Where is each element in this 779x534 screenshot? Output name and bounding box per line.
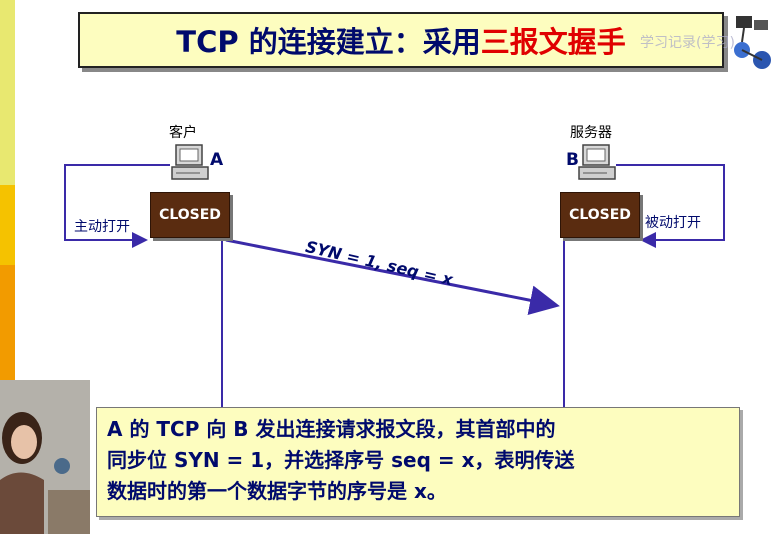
explanation-line: 同步位 SYN = 1，并选择序号 seq = x，表明传送 — [107, 445, 729, 476]
server-letter: B — [566, 150, 579, 170]
server-action-label: 被动打开 — [645, 212, 701, 232]
computer-icon — [170, 143, 210, 183]
presenter-image — [0, 380, 90, 534]
client-letter: A — [210, 150, 223, 170]
explanation-line: A 的 TCP 向 B 发出连接请求报文段，其首部中的 — [107, 414, 729, 445]
client-label: 客户 — [169, 122, 197, 142]
computer-icon — [577, 143, 617, 183]
server-label: 服务器 — [570, 122, 612, 142]
server-state-box: CLOSED — [560, 192, 640, 238]
client-action-label: 主动打开 — [74, 216, 130, 236]
presenter-webcam — [0, 380, 90, 534]
explanation-box: A 的 TCP 向 B 发出连接请求报文段，其首部中的 同步位 SYN = 1，… — [96, 407, 740, 517]
client-state-box: CLOSED — [150, 192, 230, 238]
explanation-line: 数据时的第一个数据字节的序号是 x。 — [107, 476, 729, 507]
